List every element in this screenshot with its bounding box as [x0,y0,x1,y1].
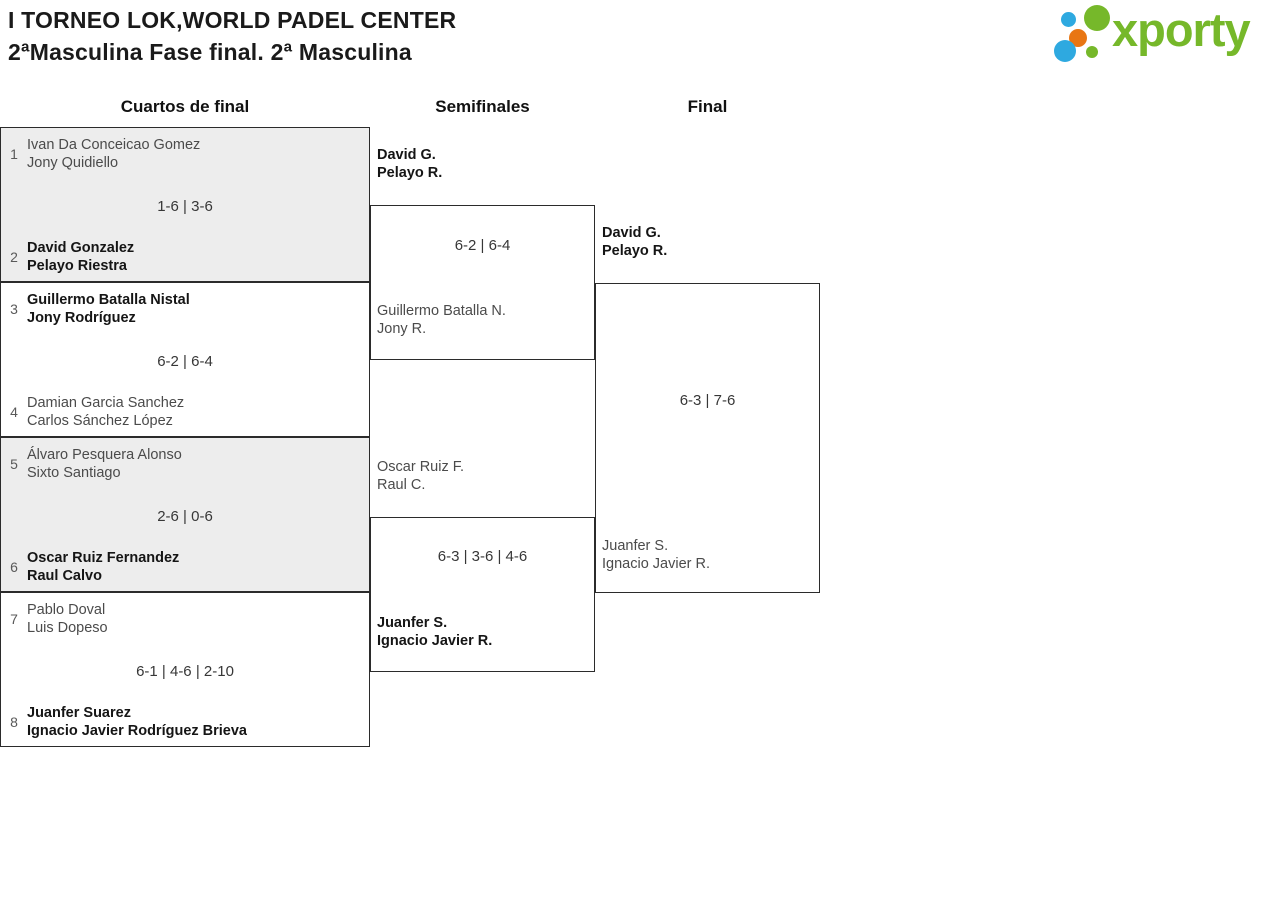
seed-number: 4 [10,404,18,420]
page-title: I TORNEO LOK,WORLD PADEL CENTER 2ªMascul… [8,4,456,68]
logo-wordmark: xporty [1112,3,1251,56]
player-name: Ivan Da Conceicao Gomez [27,137,201,153]
match-score: 6-1 | 4-6 | 2-10 [136,663,234,680]
logo-dot-icon [1061,12,1076,27]
player-name: Oscar Ruiz F. [377,459,465,475]
match-score: 6-2 | 6-4 [157,353,213,370]
team-names: Juanfer S. Ignacio Javier R. [377,615,492,650]
match-score: 6-3 | 7-6 [679,392,736,409]
seed-number: 3 [10,301,18,317]
match-score: 1-6 | 3-6 [157,198,213,215]
player-name: Álvaro Pesquera Alonso [27,447,182,463]
quarterfinal-match-3: 5 Álvaro Pesquera Alonso Sixto Santiago … [0,437,370,592]
player-name: Guillermo Batalla Nistal [27,292,190,308]
seed-number: 5 [10,456,18,472]
player-name: Jony Rodríguez [27,309,136,326]
player-name: Raul C. [377,476,426,493]
team-names: Oscar Ruiz F. Raul C. [377,459,464,494]
logo-dot-icon [1084,5,1110,31]
team-names: David Gonzalez Pelayo Riestra [27,240,134,275]
player-name: Luis Dopeso [27,619,108,636]
xporty-logo[interactable]: xporty [1050,0,1280,66]
seed-number: 7 [10,611,18,627]
team-names: Ivan Da Conceicao Gomez Jony Quidiello [27,137,200,172]
match-score: 2-6 | 0-6 [157,508,213,525]
quarterfinal-match-2: 3 Guillermo Batalla Nistal Jony Rodrígue… [0,282,370,437]
seed-number: 8 [10,714,18,730]
team-names: David G. Pelayo R. [377,147,442,182]
player-name: Ignacio Javier R. [377,632,493,649]
player-name: Raul Calvo [27,567,102,584]
seed-number: 2 [10,249,18,265]
team-names: Juanfer Suarez Ignacio Javier Rodríguez … [27,705,247,740]
player-name: Jony Quidiello [27,154,119,171]
team-names: Juanfer S. Ignacio Javier R. [602,538,710,573]
player-name: Oscar Ruiz Fernandez [27,550,180,566]
player-name: Carlos Sánchez López [27,412,173,429]
player-name: Juanfer S. [377,615,448,631]
player-name: Guillermo Batalla N. [377,303,506,319]
seed-number: 6 [10,559,18,575]
match-score: 6-3 | 3-6 | 4-6 [437,548,528,565]
player-name: Pelayo R. [377,164,443,181]
team-names: Damian Garcia Sanchez Carlos Sánchez Lóp… [27,395,184,430]
player-name: David Gonzalez [27,240,135,256]
quarterfinal-match-1: 1 Ivan Da Conceicao Gomez Jony Quidiello… [0,127,370,282]
logo-dot-icon [1069,29,1087,47]
team-names: Álvaro Pesquera Alonso Sixto Santiago [27,447,182,482]
seed-number: 1 [10,146,18,162]
player-name: Damian Garcia Sanchez [27,395,185,411]
team-names: Guillermo Batalla Nistal Jony Rodríguez [27,292,190,327]
team-names: Oscar Ruiz Fernandez Raul Calvo [27,550,179,585]
player-name: Pelayo R. [602,242,668,259]
player-name: David G. [377,147,436,163]
player-name: David G. [602,225,661,241]
quarterfinal-match-4: 7 Pablo Doval Luis Dopeso 6-1 | 4-6 | 2-… [0,592,370,747]
tournament-name: I TORNEO LOK,WORLD PADEL CENTER [8,7,457,33]
team-names: David G. Pelayo R. [602,225,667,260]
player-name: Pelayo Riestra [27,257,127,274]
player-name: Ignacio Javier Rodríguez Brieva [27,722,247,739]
match-score: 6-2 | 6-4 [454,237,511,254]
semifinal-match-2 [370,517,595,672]
player-name: Juanfer Suarez [27,705,131,721]
round-header-semifinals: Semifinales [435,97,530,116]
round-header-quarterfinals: Cuartos de final [120,97,250,116]
player-name: Juanfer S. [602,538,669,554]
team-names: Pablo Doval Luis Dopeso [27,602,108,637]
team-names: Guillermo Batalla N. Jony R. [377,303,506,338]
logo-dot-icon [1054,40,1076,62]
round-header-final: Final [687,97,728,116]
player-name: Jony R. [377,320,427,337]
final-match [595,283,820,593]
logo-dot-icon [1086,46,1098,58]
player-name: Pablo Doval [27,602,106,618]
semifinal-match-1 [370,205,595,360]
player-name: Ignacio Javier R. [602,555,710,572]
player-name: Sixto Santiago [27,464,121,481]
category-phase: 2ªMasculina Fase final. 2ª Masculina [8,39,412,65]
